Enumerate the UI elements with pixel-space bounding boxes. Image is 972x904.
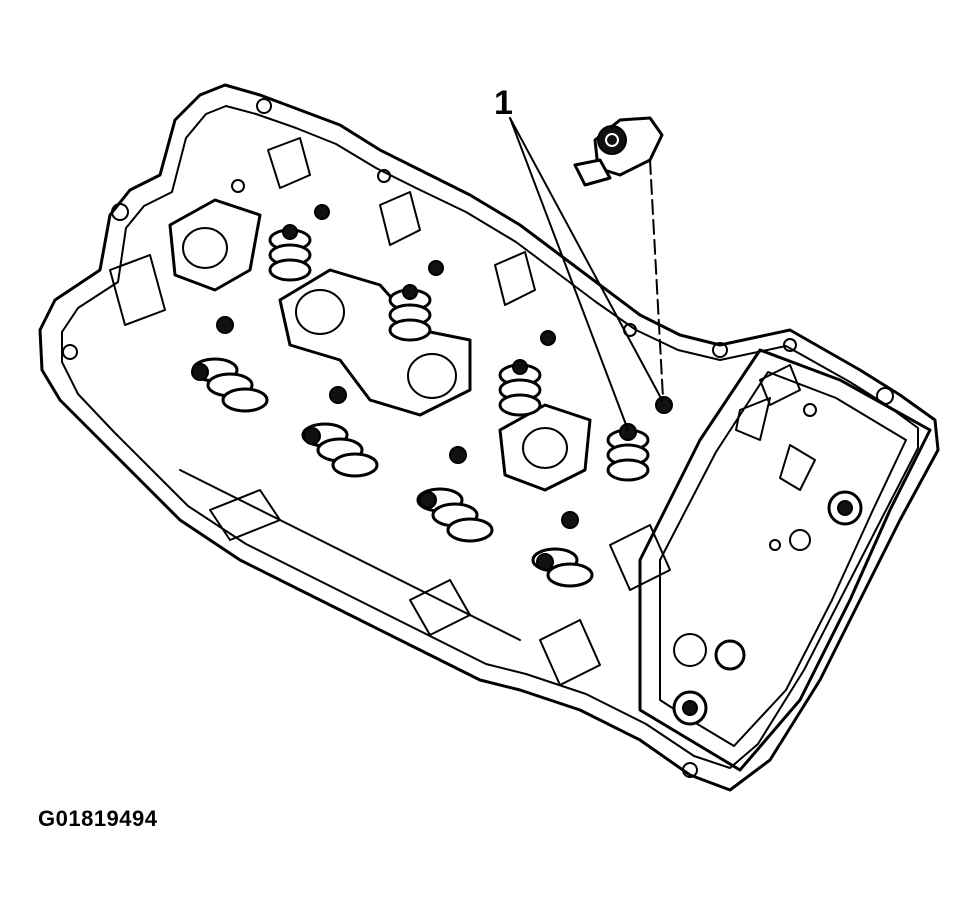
valve-springs [191,224,650,588]
valve-spring [301,422,379,478]
rocker-shaft-supports [168,198,592,492]
figure-id: G01819494 [38,806,158,831]
detached-roller-rocker [573,116,664,187]
valve-spring [498,359,542,417]
valve-spring [191,357,269,413]
camshaft-end-housing [638,348,932,772]
cam-pockets [109,137,671,686]
valve-spring [416,487,494,543]
callout-label-1: 1 [494,84,513,122]
valve-spring [531,547,594,588]
valve-spring [388,284,432,342]
valve-spring [606,423,650,482]
callout-1-leaders [509,117,664,431]
cylinder-head [38,83,940,792]
valve-spring [268,224,312,282]
lash-adjusters [216,204,673,529]
